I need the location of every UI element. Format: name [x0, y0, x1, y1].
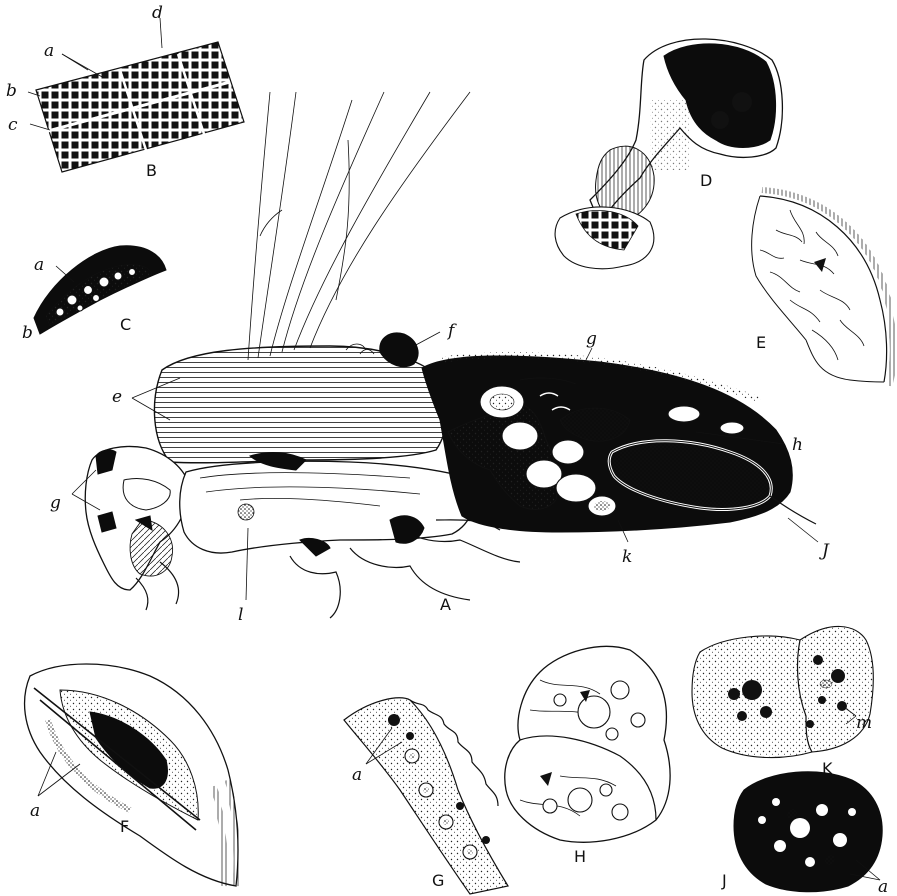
- label-k-m: m: [856, 713, 872, 733]
- label-a-k: k: [622, 547, 632, 567]
- label-b-b: b: [6, 81, 17, 101]
- label-a-j: J: [819, 541, 830, 561]
- caption-g: G: [432, 871, 444, 890]
- label-b-d: d: [152, 3, 163, 23]
- caption-h: H: [574, 847, 586, 866]
- figure-f: a F: [25, 664, 238, 886]
- label-j-a: a: [878, 877, 888, 896]
- caption-d: D: [700, 171, 712, 190]
- caption-b: B: [146, 161, 157, 180]
- figure-h-cells: [505, 646, 670, 842]
- figure-e: E: [752, 190, 893, 386]
- caption-c: C: [120, 315, 131, 334]
- caption-f: F: [120, 817, 129, 836]
- label-c-a: a: [34, 255, 44, 275]
- figure-k: m K: [692, 626, 873, 778]
- label-a-g-abdomen: g: [586, 329, 597, 349]
- figure-c: a b C: [22, 246, 166, 343]
- label-a-g-head: g: [50, 493, 61, 513]
- caption-j: J: [721, 871, 727, 890]
- figure-a: e f g g h J k l A: [50, 92, 830, 625]
- label-a-l: l: [238, 605, 243, 625]
- figure-d: D: [555, 39, 782, 269]
- label-f-a: a: [30, 801, 40, 821]
- figure-k-cells: [692, 626, 873, 757]
- figure-g: a G: [344, 698, 508, 894]
- label-a-e: e: [112, 387, 122, 407]
- figure-e-cell-outline: [752, 196, 884, 382]
- figure-a-setae: [248, 92, 470, 360]
- figure-b: a b c d B: [6, 3, 244, 180]
- label-a-f: f: [446, 321, 457, 341]
- figure-j: a J: [721, 772, 888, 896]
- figure-e-cuticle-edge: [760, 196, 887, 382]
- caption-e: E: [756, 333, 766, 352]
- label-g-a: a: [352, 765, 362, 785]
- label-b-a: a: [44, 41, 54, 61]
- label-b-c: c: [8, 115, 18, 135]
- label-a-h: h: [792, 435, 803, 455]
- label-c-b: b: [22, 323, 33, 343]
- figure-h: H: [505, 646, 670, 866]
- caption-a: A: [440, 595, 451, 614]
